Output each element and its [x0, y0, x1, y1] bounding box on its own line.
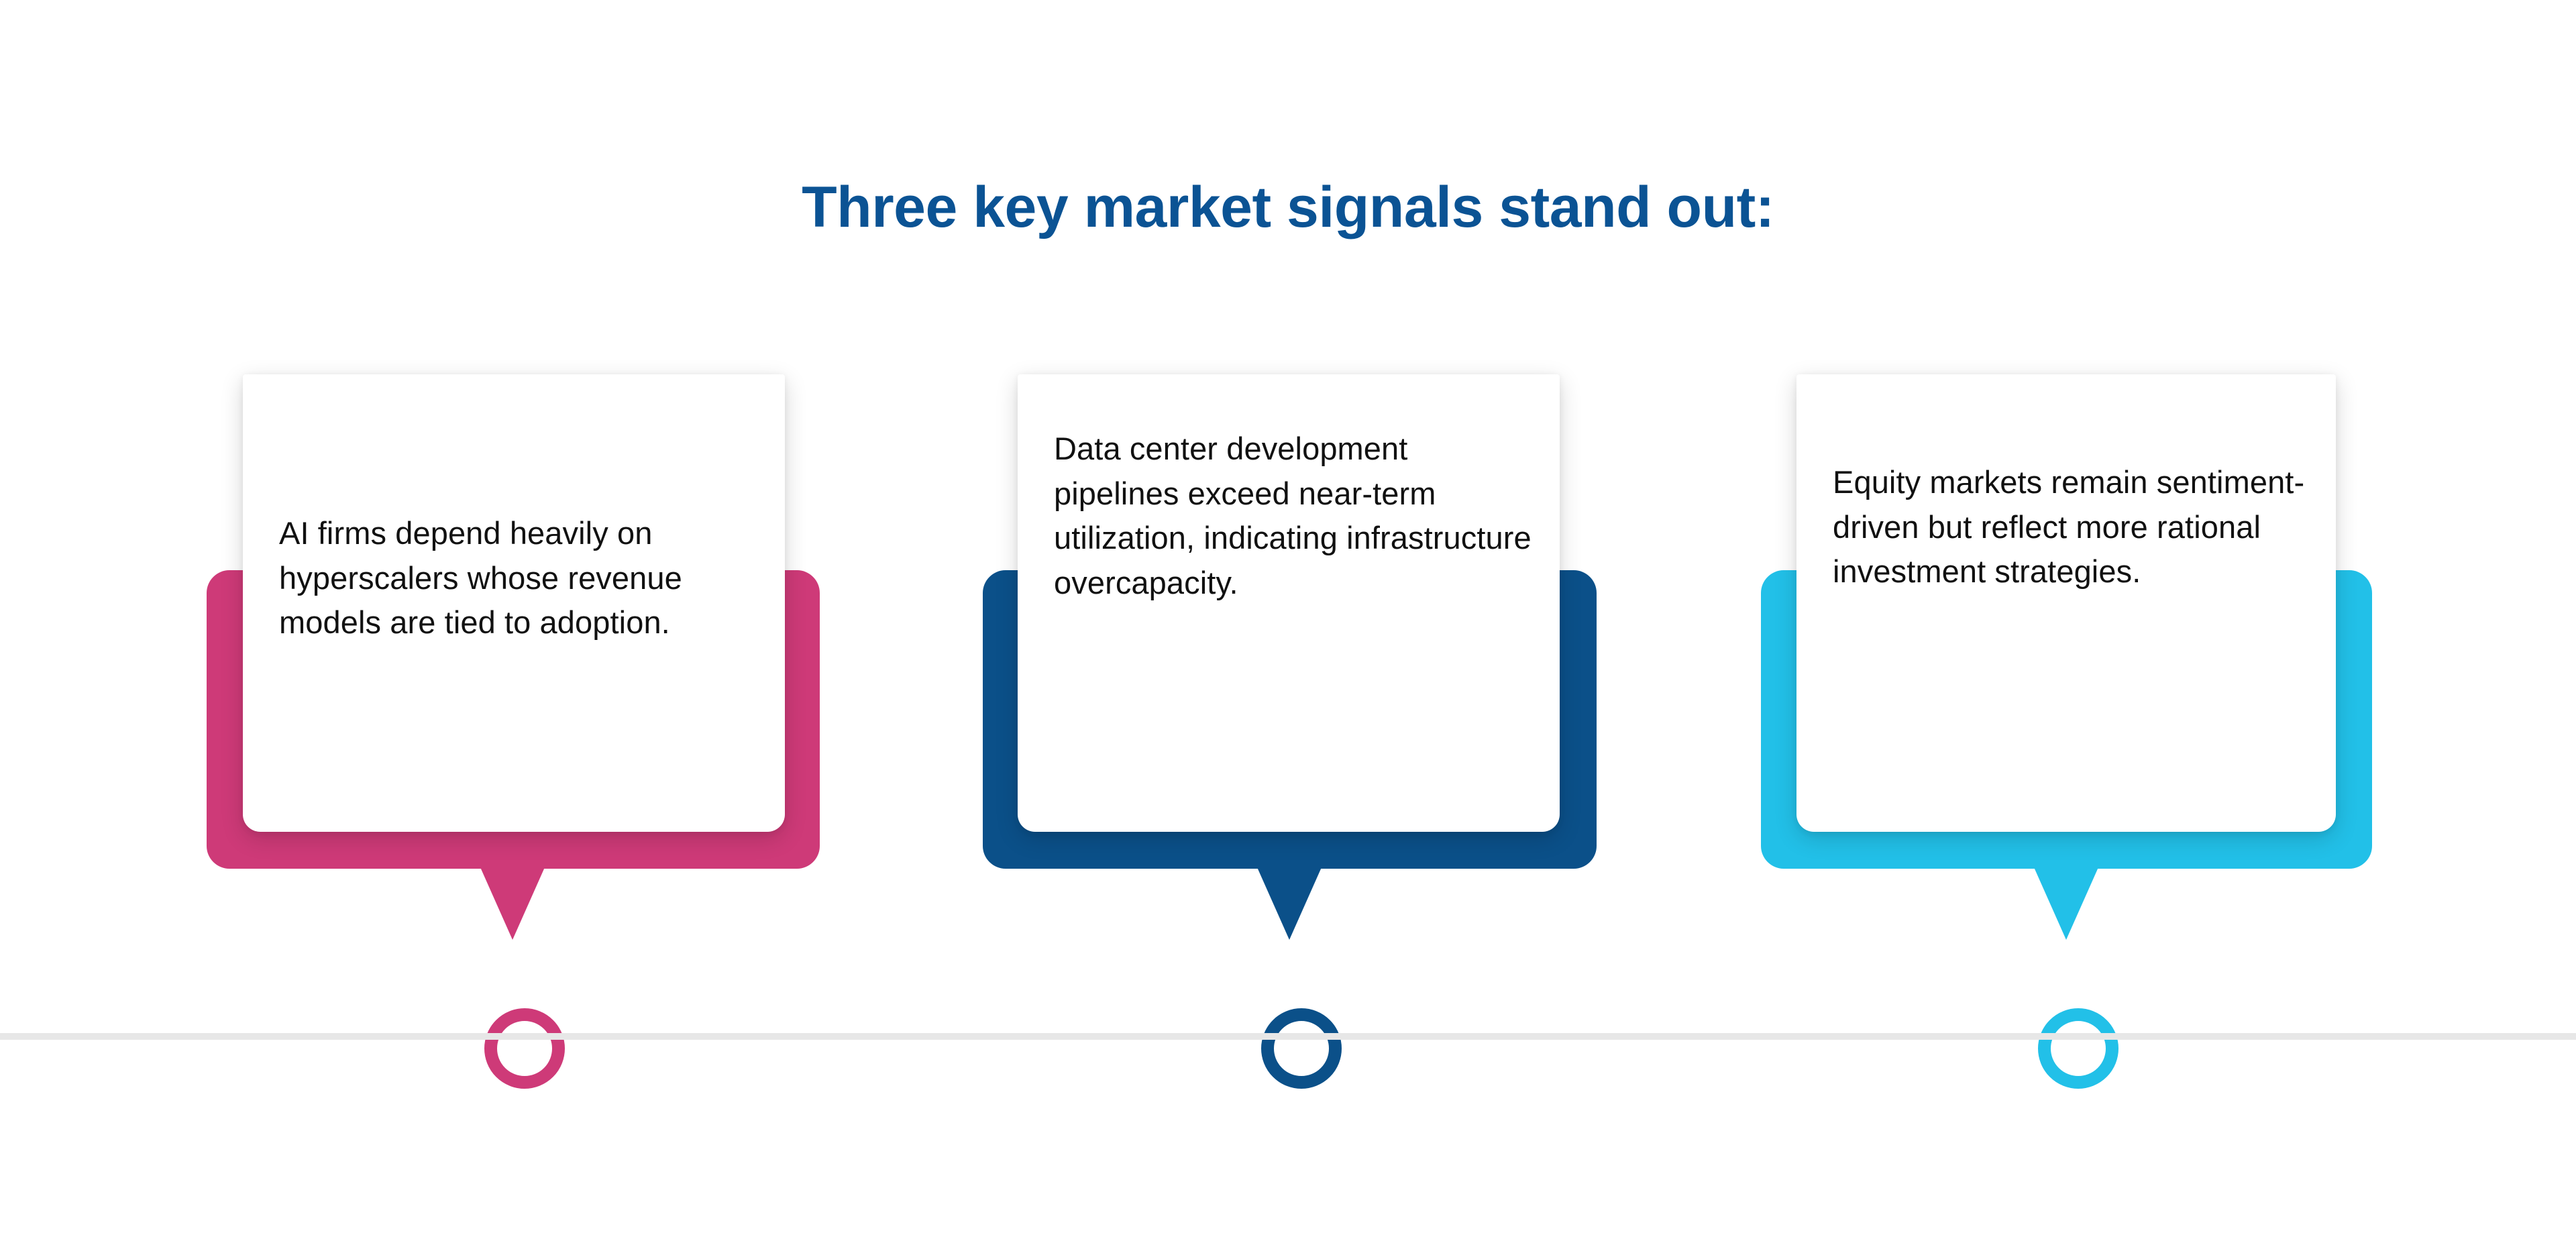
signal-2-text: Data center development pipelines exceed…: [1054, 431, 1532, 601]
signal-1-panel: AI firms depend heavily on hyperscalers …: [243, 374, 785, 832]
signal-3-pointer-icon: [2034, 867, 2098, 940]
signal-2-panel: Data center development pipelines exceed…: [1018, 374, 1560, 832]
signal-1-pointer-icon: [480, 867, 545, 940]
page-title: Three key market signals stand out:: [802, 175, 1774, 239]
signal-1-text: AI firms depend heavily on hyperscalers …: [279, 515, 682, 641]
signal-3-marker-icon[interactable]: [2038, 1008, 2118, 1089]
signal-3-panel: Equity markets remain sentiment-driven b…: [1796, 374, 2336, 832]
signal-1-marker-icon[interactable]: [484, 1008, 565, 1089]
timeline-baseline: [0, 1033, 2576, 1040]
signal-2-marker-icon[interactable]: [1261, 1008, 1342, 1089]
signal-3-text: Equity markets remain sentiment-driven b…: [1833, 464, 2305, 590]
signal-2-pointer-icon: [1257, 867, 1322, 940]
